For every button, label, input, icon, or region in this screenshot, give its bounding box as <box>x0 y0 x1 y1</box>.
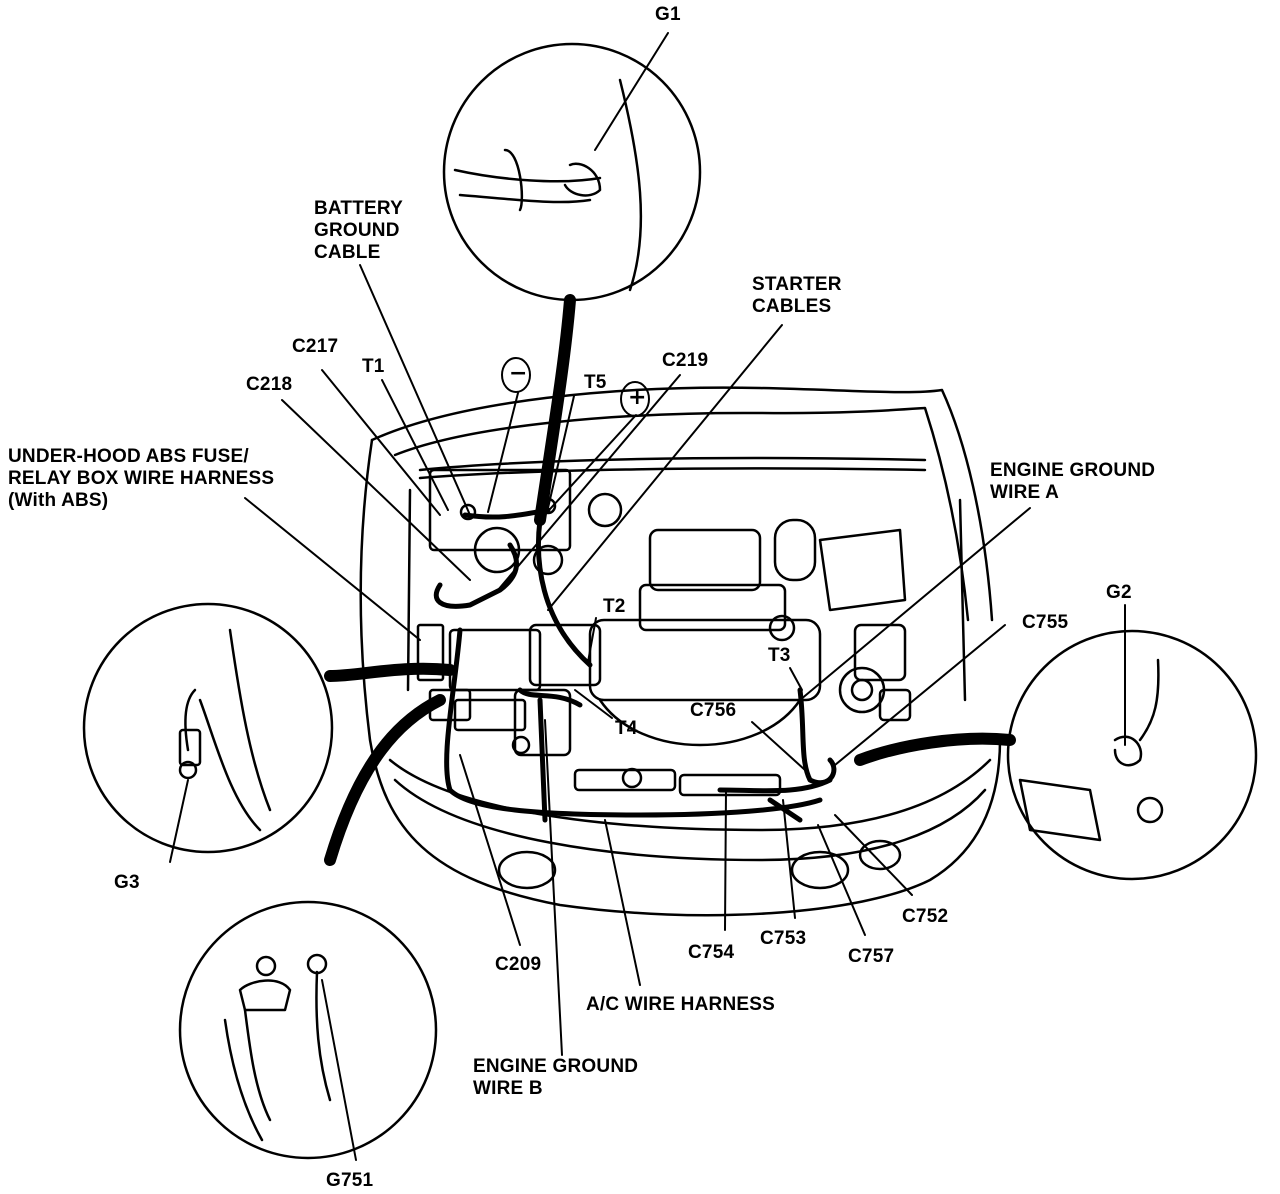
label-c217: C217 <box>292 336 339 357</box>
label-battery-ground-cable: BATTERY GROUND CABLE <box>314 198 404 263</box>
label-t5: T5 <box>584 372 607 393</box>
inset-g1 <box>442 42 702 302</box>
label-engine-ground-wire-b: ENGINE GROUND WIRE B <box>473 1056 639 1099</box>
label-t4: T4 <box>615 718 638 739</box>
label-engine-ground-wire-a: ENGINE GROUND WIRE A <box>990 460 1156 503</box>
label-minus-terminal: − <box>509 361 528 386</box>
wire-harnesses <box>433 507 837 823</box>
label-ac-wire-harness: A/C WIRE HARNESS <box>586 994 775 1015</box>
label-t3: T3 <box>768 645 791 666</box>
label-plus-terminal: + <box>628 385 647 410</box>
label-c219: C219 <box>662 350 709 371</box>
label-g2: G2 <box>1106 582 1132 603</box>
label-starter-cables: STARTER CABLES <box>752 274 842 317</box>
battery-and-fuse-box <box>416 468 572 732</box>
label-c756: C756 <box>690 700 737 721</box>
label-abs-harness: UNDER-HOOD ABS FUSE/ RELAY BOX WIRE HARN… <box>8 446 275 511</box>
label-c209: C209 <box>495 954 542 975</box>
inset-g3 <box>82 602 334 854</box>
label-t1: T1 <box>362 356 385 377</box>
label-c753: C753 <box>760 928 807 949</box>
engine-block <box>511 492 912 797</box>
inset-g2 <box>1006 629 1258 881</box>
label-g3: G3 <box>114 872 140 893</box>
label-g751: G751 <box>326 1170 374 1191</box>
label-t2: T2 <box>603 596 626 617</box>
inset-g751 <box>178 900 438 1160</box>
label-c757: C757 <box>848 946 895 967</box>
terminal-symbols <box>501 357 650 417</box>
inset-connector-bands <box>324 294 1016 866</box>
label-c755: C755 <box>1022 612 1069 633</box>
leader-lines <box>169 32 1126 1161</box>
label-c218: C218 <box>246 374 293 395</box>
label-g1: G1 <box>655 4 681 25</box>
label-c752: C752 <box>902 906 949 927</box>
label-c754: C754 <box>688 942 735 963</box>
